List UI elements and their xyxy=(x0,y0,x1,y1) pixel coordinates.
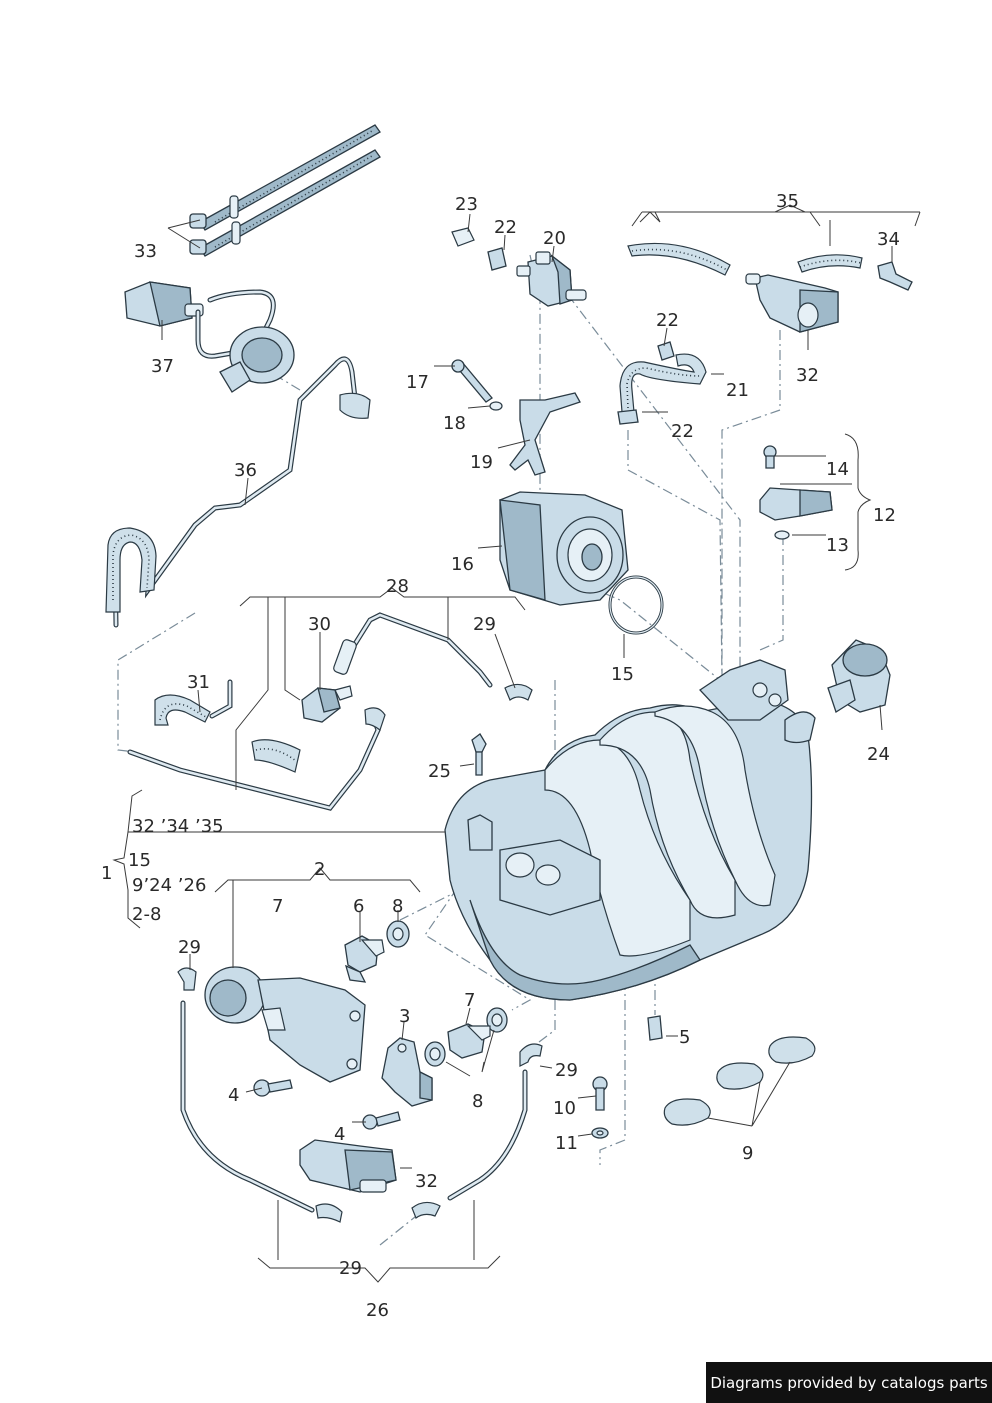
callout-4-a: 4 xyxy=(228,1085,239,1106)
hose-part-21 xyxy=(617,341,707,425)
gasket-part-9 xyxy=(663,1036,816,1126)
valve-part-6 xyxy=(344,935,385,983)
intake-manifold xyxy=(444,659,816,1001)
group-1-line-4: 2-8 xyxy=(132,904,161,925)
callout-7-b: 7 xyxy=(464,990,475,1011)
valve-part-7 xyxy=(447,1023,491,1059)
bolt-part-10 xyxy=(591,1076,609,1139)
bolt-part-4 xyxy=(253,1079,401,1130)
callout-5: 5 xyxy=(679,1027,690,1048)
callout-32-top: 32 xyxy=(796,365,819,386)
callout-29-d: 29 xyxy=(339,1258,362,1279)
callout-34: 34 xyxy=(877,229,900,250)
callout-28: 28 xyxy=(386,576,409,597)
solenoid-valve-part-37 xyxy=(124,281,295,393)
callout-31: 31 xyxy=(187,672,210,693)
solenoid-valve-part-32-top xyxy=(745,273,839,333)
callout-20: 20 xyxy=(543,228,566,249)
callout-24: 24 xyxy=(867,744,890,765)
callout-26: 26 xyxy=(366,1300,389,1321)
callout-14: 14 xyxy=(826,459,849,480)
hose-part-35 xyxy=(627,242,913,291)
callout-13: 13 xyxy=(826,535,849,556)
throttle-body-part-16 xyxy=(499,491,629,606)
callout-18: 18 xyxy=(443,413,466,434)
callout-35: 35 xyxy=(776,191,799,212)
callout-9: 9 xyxy=(742,1143,753,1164)
callout-17: 17 xyxy=(406,372,429,393)
callout-7-a: 7 xyxy=(272,896,283,917)
callout-21: 21 xyxy=(726,380,749,401)
callout-33: 33 xyxy=(134,241,157,262)
callout-4-b: 4 xyxy=(334,1124,345,1145)
cable-tie-part-33 xyxy=(189,124,381,257)
callout-29-b: 29 xyxy=(178,937,201,958)
callout-25: 25 xyxy=(428,761,451,782)
callout-11: 11 xyxy=(555,1133,578,1154)
callout-29-c: 29 xyxy=(555,1060,578,1081)
callout-23: 23 xyxy=(455,194,478,215)
callout-36: 36 xyxy=(234,460,257,481)
bracket-part-19 xyxy=(451,359,581,476)
group-1-line-2: 15 xyxy=(128,850,151,871)
callout-12: 12 xyxy=(873,505,896,526)
callout-8-b: 8 xyxy=(472,1091,483,1112)
callout-37: 37 xyxy=(151,356,174,377)
vacuum-unit-part-24 xyxy=(827,639,891,713)
callout-15: 15 xyxy=(611,664,634,685)
callout-labels: 33 37 36 23 22 20 35 34 32 22 21 22 17 1… xyxy=(101,191,900,1321)
vacuum-line-part-26 xyxy=(177,967,543,1223)
vacuum-line-part-36 xyxy=(105,356,371,628)
o-ring-part-15 xyxy=(608,575,664,635)
callout-32-bottom: 32 xyxy=(415,1171,438,1192)
callout-8-a: 8 xyxy=(392,896,403,917)
footer-credit: Diagrams provided by catalogs parts xyxy=(706,1362,992,1403)
callout-16: 16 xyxy=(451,554,474,575)
leader-lines xyxy=(112,204,921,1283)
callout-1: 1 xyxy=(101,863,112,884)
pipe-group-part-28 xyxy=(127,612,533,811)
sensor-part-12 xyxy=(759,445,833,540)
callout-30: 30 xyxy=(308,614,331,635)
callout-29-a: 29 xyxy=(473,614,496,635)
callout-2: 2 xyxy=(314,859,325,880)
valve-group-part-20 xyxy=(451,227,587,307)
stud-part-25 xyxy=(471,733,487,776)
callout-10: 10 xyxy=(553,1098,576,1119)
callout-22-a: 22 xyxy=(494,217,517,238)
callout-22-c: 22 xyxy=(671,421,694,442)
group-1-line-1: 32 ’34 ’35 xyxy=(132,816,224,837)
callout-6: 6 xyxy=(353,896,364,917)
sensor-part-3 xyxy=(381,1037,433,1107)
plug-part-5 xyxy=(647,1015,663,1041)
actuator-part-2 xyxy=(204,966,366,1083)
group-1-line-3: 9’24 ’26 xyxy=(132,875,206,896)
solenoid-valve-part-32-bottom xyxy=(299,1139,397,1193)
callout-3: 3 xyxy=(399,1006,410,1027)
callout-19: 19 xyxy=(470,452,493,473)
callout-22-b: 22 xyxy=(656,310,679,331)
seal-part-8 xyxy=(386,920,508,1067)
